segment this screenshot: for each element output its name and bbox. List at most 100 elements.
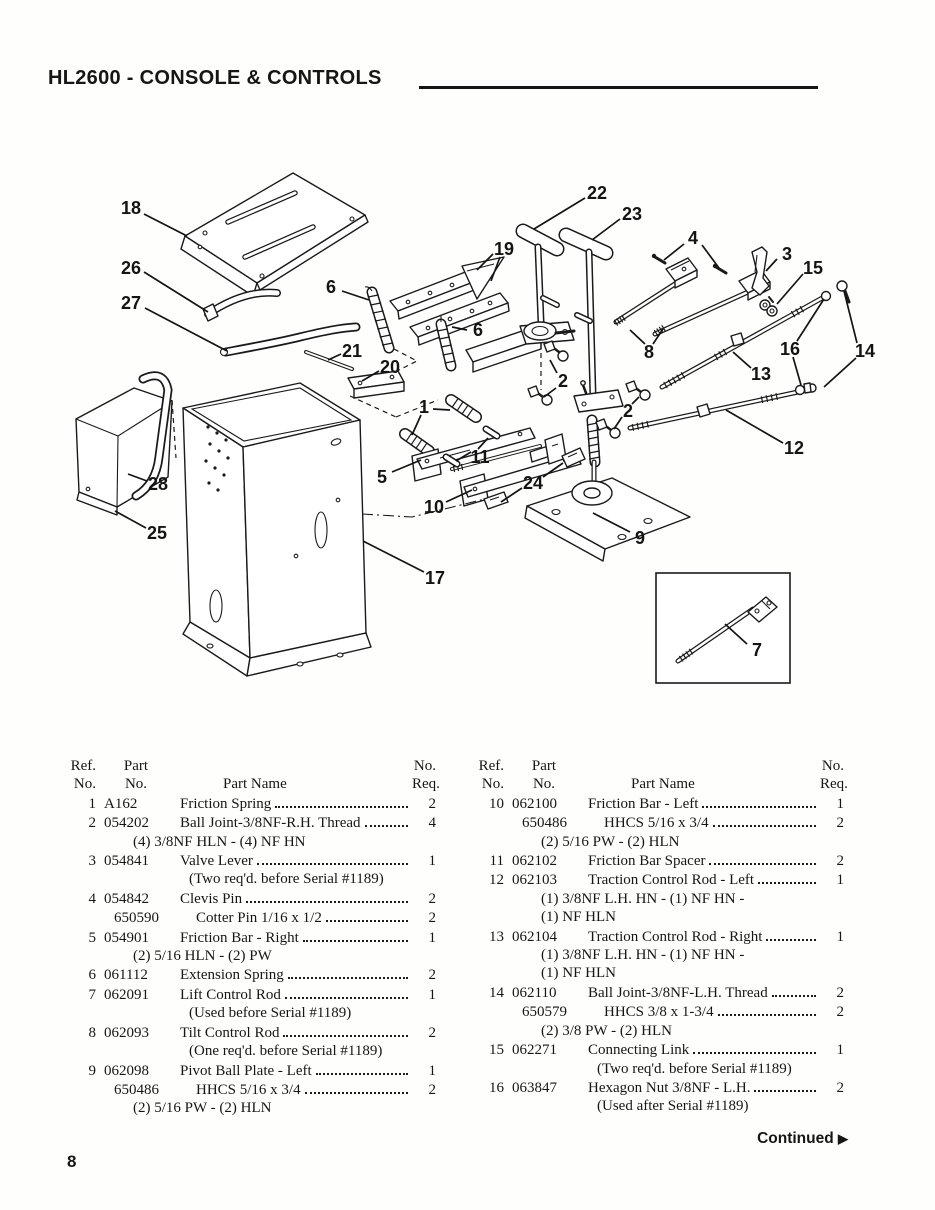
header-part-bot: No. [124,776,148,793]
callout-leader-2 [549,359,558,374]
side-cover-part [75,387,173,516]
callout-leader-11 [455,451,472,462]
pivot-plate-part [524,477,691,562]
callout-6: 6 [473,320,483,340]
callout-leader-24 [500,487,523,503]
header-name: Part Name [223,776,287,793]
callout-23: 23 [622,204,642,224]
callout-leader-8 [652,328,664,345]
note-row: (4) 3/8NF HLN - (4) NF HN [133,833,306,850]
callout-leader-21 [327,353,342,361]
note-row: (1) NF HLN [541,965,616,982]
lift-lever-part [515,223,576,406]
callout-4: 4 [688,228,698,248]
callout-20: 20 [380,357,400,377]
callout-10: 10 [424,497,444,517]
tilt-rod-assembly [613,246,778,337]
friction-bar-assembly [399,394,586,510]
header-req-bot: Req. [412,776,440,793]
callout-leader-4 [701,244,720,269]
callout-leader-4 [663,243,685,261]
page-number: 8 [67,1152,77,1171]
callout-24: 24 [523,473,543,493]
header-part-top: Part [123,758,149,774]
page-title: HL2600 - CONSOLE & CONTROLS [48,67,382,89]
callout-leader-26 [143,271,209,313]
exploded-diagram: 1826276212012223196431581614131222511102… [75,172,875,684]
callout-leader-23 [591,218,621,241]
callout-leader-11 [477,437,489,450]
callout-leader-9 [592,512,631,533]
pin-and-bracket [304,348,439,418]
callout-22: 22 [587,183,607,203]
note-row: (Two req'd. before Serial #1189) [597,1060,792,1077]
note-row: (Used before Serial #1189) [189,1005,352,1022]
callout-leader-19 [476,253,494,271]
callout-26: 26 [121,258,141,278]
callout-leader-3 [765,258,778,272]
note-row: (Two req'd. before Serial #1189) [189,871,384,888]
continued-label: Continued [757,1130,834,1147]
callout-5: 5 [377,467,387,487]
note-row: (1) NF HLN [541,909,616,926]
callout-1: 1 [419,397,429,417]
inset-detail-box [655,572,791,684]
callout-17: 17 [425,568,445,588]
callout-leader-16 [796,298,825,342]
continued-note: Continued ▶ [0,1130,848,1148]
callout-15: 15 [803,258,823,278]
callout-leader-2 [613,416,623,430]
callout-leader-14 [823,357,857,388]
note-row: (2) 5/16 PW - (2) HLN [133,1100,272,1117]
callout-21: 21 [342,341,362,361]
callout-leader-28 [127,473,148,482]
callout-18: 18 [121,198,141,218]
callout-leader-1 [411,414,422,436]
callout-13: 13 [751,364,771,384]
callout-leader-24 [542,462,564,478]
callout-leader-2 [543,387,557,398]
note-row: (One req'd. before Serial #1189) [189,1043,383,1060]
table-header: Ref. Part No. No. No. Part Name Req. [70,757,440,794]
console-box-part [182,382,372,677]
callout-leader-7 [724,623,748,645]
callout-9: 9 [635,528,645,548]
callout-28: 28 [148,474,168,494]
callout-leader-6 [451,326,468,331]
callout-3: 3 [782,244,792,264]
callout-leader-25 [114,510,147,529]
header-req-top: No. [413,758,436,774]
callout-leader-16 [792,356,802,386]
note-row: (1) 3/8NF L.H. HN - (1) NF HN - [541,890,745,907]
header-ref-top: Ref. [70,758,96,774]
note-row: (2) 5/16 HLN - (2) PW [133,948,272,965]
callout-25: 25 [147,523,167,543]
table-header: Ref. Part No. No. No. Part Name Req. [478,758,848,793]
support-bracket-part [202,288,281,322]
callout-19: 19 [494,239,514,259]
callout-leader-15 [776,273,804,305]
note-row: (2) 5/16 PW - (2) HLN [541,833,680,850]
callout-7: 7 [752,640,762,660]
callout-leader-8 [629,329,646,345]
callout-leader-10 [445,489,473,503]
callout-2: 2 [623,401,633,421]
